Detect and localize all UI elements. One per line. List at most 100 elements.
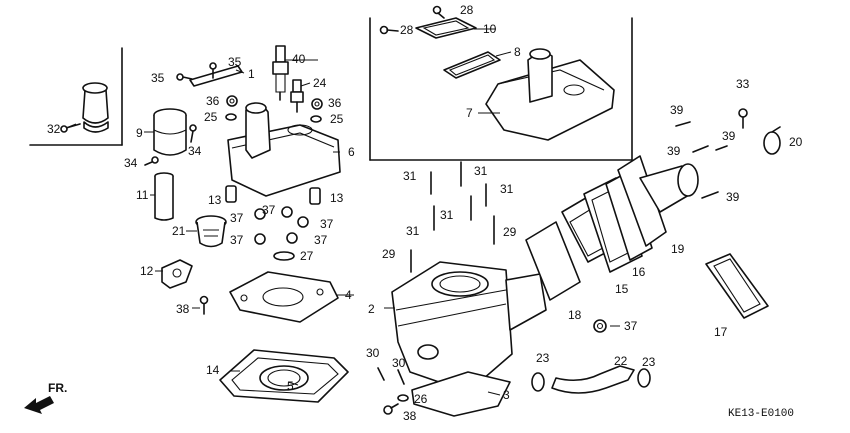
callout-label: 1 (248, 67, 255, 81)
callout-label: 31 (474, 164, 488, 178)
callout-label: 22 (614, 354, 628, 368)
callout-label: 24 (313, 76, 327, 90)
callout-label: 20 (789, 135, 803, 149)
part-bolt-35-a (209, 62, 217, 79)
callout-label: 6 (348, 145, 355, 159)
part-gasket-10 (415, 17, 477, 39)
part-cylinder-head-6 (227, 102, 341, 197)
part-bolt-34-a (189, 124, 197, 143)
callout-label: 36 (328, 96, 342, 110)
callout-label: 19 (671, 242, 685, 256)
callout-label: 37 (230, 233, 244, 247)
part-bracket-1 (189, 65, 243, 87)
callout-label: 33 (736, 77, 750, 91)
part-studs-29 (410, 215, 495, 273)
callout-label: 37 (320, 217, 334, 231)
callout-label: 37 (314, 233, 328, 247)
part-tube-11 (154, 172, 174, 221)
frame-lines (29, 17, 633, 161)
part-intake-pipe-19 (617, 155, 699, 247)
callout-label: 31 (500, 182, 514, 196)
callout-label: 21 (172, 224, 186, 238)
part-studs-31 (430, 161, 487, 231)
callout-label: 37 (624, 319, 638, 333)
callout-label: 31 (440, 208, 454, 222)
direction-label: FR. (48, 381, 67, 395)
part-collar-13-a (225, 185, 237, 203)
part-gasket-29-top (525, 221, 581, 301)
part-gasket-5 (259, 365, 309, 391)
reference-code: KE13-E0100 (728, 408, 794, 420)
part-gasket-4 (229, 271, 339, 323)
part-hose-22 (551, 365, 635, 394)
callout-label: 2 (368, 302, 375, 316)
callout-label: 39 (670, 103, 684, 117)
part-nuts-37-group (254, 206, 309, 245)
part-nut-37-right (593, 319, 607, 333)
callout-label: 13 (330, 191, 344, 205)
callout-label: 17 (714, 325, 728, 339)
callout-label: 37 (262, 203, 276, 217)
callout-label: 14 (206, 363, 220, 377)
callout-label: 9 (136, 126, 143, 140)
callout-label: 32 (47, 122, 61, 136)
callout-label: 31 (403, 169, 417, 183)
part-bolt-35-b (176, 73, 193, 81)
part-cap-32 (82, 82, 109, 133)
callout-label: 35 (151, 71, 165, 85)
callout-label: 28 (400, 23, 414, 37)
callout-label: 13 (208, 193, 222, 207)
part-bolt-38-b (383, 403, 399, 415)
callout-label: 7 (466, 106, 473, 120)
part-washer-25-a (225, 113, 237, 121)
part-nut-36-b (311, 98, 323, 110)
part-bolts-39 (675, 121, 728, 199)
part-bolt-32 (60, 123, 81, 133)
callout-label: 8 (514, 45, 521, 59)
part-bolt-28-b (379, 25, 399, 35)
callout-label: 39 (722, 129, 736, 143)
callout-label: 39 (726, 190, 740, 204)
callout-label: 23 (642, 355, 656, 369)
callout-label: 4 (345, 288, 352, 302)
callout-label: 25 (204, 110, 218, 124)
callout-label: 36 (206, 94, 220, 108)
part-gasket-17 (705, 253, 769, 319)
part-thermostat-housing-9 (153, 108, 187, 156)
callout-labels: 32 1 2 3 4 5 6 7 8 9 10 11 12 13 13 14 1… (47, 3, 803, 423)
callout-label: 12 (140, 264, 154, 278)
part-bolt-38-a (199, 295, 209, 315)
part-o-ring-27 (273, 251, 295, 261)
part-bolt-28-a (432, 5, 445, 19)
callout-label: 35 (228, 55, 242, 69)
callout-label: 38 (403, 409, 417, 423)
callout-label: 34 (124, 156, 138, 170)
callout-label: 11 (136, 188, 149, 202)
part-clamps-23 (531, 368, 651, 392)
part-thermostat-21 (195, 215, 227, 248)
callout-label: 27 (300, 249, 314, 263)
callout-label: 5 (287, 379, 294, 393)
callout-label: 16 (632, 265, 646, 279)
part-collar-13-b (309, 187, 321, 205)
callout-label: 3 (503, 388, 510, 402)
part-cylinder-2 (391, 261, 547, 393)
callout-label: 26 (414, 392, 428, 406)
part-gasket-8 (443, 51, 501, 79)
part-plate-12 (161, 259, 193, 289)
callout-label: 10 (483, 22, 497, 36)
part-washer-26 (397, 394, 409, 402)
callout-label: 40 (292, 52, 306, 66)
part-washer-25-b (310, 115, 322, 123)
part-spark-plug-40 (272, 45, 289, 101)
callout-label: 23 (536, 351, 550, 365)
part-gasket-3 (411, 371, 511, 417)
callout-label: 28 (460, 3, 474, 17)
part-spark-plug-24 (290, 79, 304, 113)
callout-label: 39 (667, 144, 681, 158)
callout-label: 18 (568, 308, 582, 322)
callout-label: 31 (406, 224, 420, 238)
part-studs-30 (377, 367, 405, 385)
front-direction-arrow (24, 396, 54, 414)
